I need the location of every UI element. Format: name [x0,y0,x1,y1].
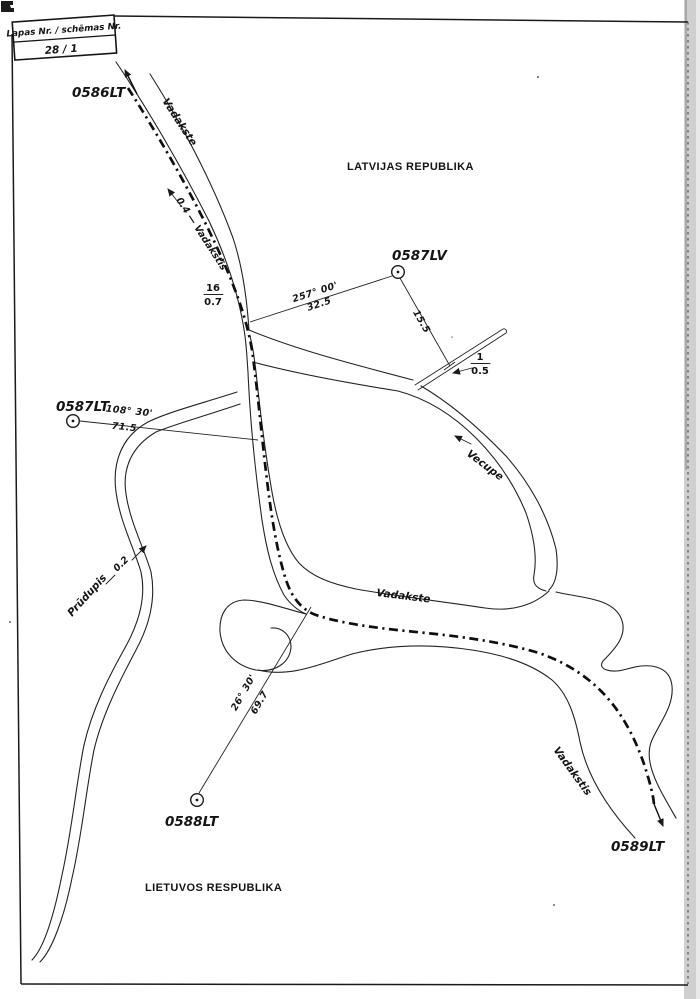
border-marker-symbols [65,265,406,808]
island-west-north-bank-path [249,335,550,610]
marker-symbol-0587lt [65,414,80,429]
measurement-lines [79,275,456,794]
fraction-denominator: 0.5 [471,366,489,377]
frame-left-edge [11,33,22,985]
prudupis-east-bank-path [39,403,241,963]
fraction-numerator: 1 [477,352,484,363]
fraction-denominator: 0.7 [204,297,222,308]
fraction-ditch-width-depth: 1 0.5 [470,352,491,377]
vadakste-east-bank-path [149,73,250,331]
fraction-river-width-depth: 16 0.7 [203,283,224,308]
state-border-path [126,87,656,805]
rivers [31,61,677,963]
frame-bottom-edge [20,983,689,986]
marker-label-0587lv: 0587LV [392,248,448,264]
bearing-0587lt: 108° 30' [105,404,153,420]
labels: 0586LT 0587LV 0587LT 0588LT 0589LT LATVI… [56,85,666,894]
prudupis-west-bank-path [31,391,238,961]
flow-arrow-prudupis [131,545,147,561]
vadakste-south-bank-path [257,645,636,839]
vecupe-outer-bank-east-path [420,385,558,591]
flow-note-prudupis: 0.2 [111,554,131,574]
state-border [124,69,664,827]
title-block: Lapas Nr. / schēmas Nr. 28 / 1 [6,14,122,61]
scan-speck [9,621,11,623]
scan-speck [537,76,539,78]
sheet-number: 28 / 1 [44,43,78,57]
scan-speck [553,904,555,906]
corner-scan-blob [1,1,14,12]
marker-symbol-0588lt [189,793,204,808]
marker-label-0588lt: 0588LT [165,814,220,830]
title-block-divider [13,34,116,43]
distance-0588lt: 69.7 [249,689,271,716]
frame-top-edge [112,15,689,23]
measure-line-0587lv-border [249,275,393,323]
marker-label-0586lt: 0586LT [72,85,127,101]
oxbow-hook-path [219,599,307,672]
scan-speck [451,336,453,338]
country-label-latvia: LATVIJAS REPUBLIKA [347,161,474,173]
vadakste-west-bank-path [115,61,307,615]
river-label-prudupis: Prūdupis [65,572,109,619]
map-frame [11,15,689,986]
country-label-lithuania: LIETUVOS RESPUBLIKA [145,882,282,894]
flow-arrow-vadakstis-upper [167,188,182,207]
vadakste-northeast-bank-path [555,591,677,819]
measure-line-0587lt-border [79,420,259,441]
river-label-vadakstis-lower: Vadakstis [551,745,594,798]
distance-0587lt: 71.5 [111,421,137,435]
marker-symbol-0587lv [391,265,406,280]
flow-arrows [105,188,473,585]
vecupe-inner-bank-path [252,361,547,592]
marker-label-0589lt: 0589LT [611,839,666,855]
measure-tick-ditch [443,361,456,371]
ditch-path [414,328,507,391]
flow-leader-prudupis [105,574,116,585]
measure-line-0587lv-ditch [399,277,451,367]
river-label-vadakste-middle: Vadakste [376,587,431,606]
flow-arrow-vecupe [454,435,472,445]
border-arrow-south [653,803,664,827]
fraction-numerator: 16 [206,283,220,294]
flow-arrow-ditch [452,367,473,375]
distance-0587lv-ditch: 15.5 [410,308,432,335]
measure-line-0588lt-border [198,606,312,794]
title-block-box [11,14,118,61]
vecupe-outer-bank-west-path [248,329,414,381]
border-arrow-north [124,69,138,95]
marker-label-0587lt: 0587LT [56,399,111,415]
scan-edge-light [696,0,700,999]
